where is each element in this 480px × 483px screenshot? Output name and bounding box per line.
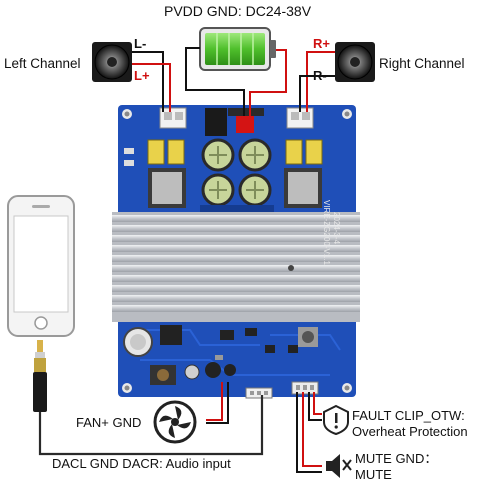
board-date: 2024-3-4 [329, 212, 344, 244]
r-plus-label: R+ [313, 36, 330, 51]
power-label: PVDD GND: DC24-38V [164, 4, 311, 19]
l-minus-label: L- [134, 36, 146, 51]
smartphone-icon [8, 196, 74, 336]
right-speaker-icon [335, 42, 375, 82]
left-channel-label: Left Channel [4, 56, 81, 71]
mute-label-line1: MUTE GND： [355, 451, 437, 466]
fan-label: FAN+ GND [76, 415, 141, 430]
fault-label-line1: FAULT CLIP_OTW: [352, 408, 465, 423]
battery-icon [200, 28, 276, 70]
fan-icon [155, 402, 195, 442]
fault-label-line2: Overheat Protection [352, 424, 468, 439]
r-minus-label: R- [313, 68, 327, 83]
right-channel-label: Right Channel [379, 56, 465, 71]
control-wires [297, 392, 322, 472]
mute-label-line2: MUTE [355, 467, 392, 482]
fan-connector [246, 388, 272, 398]
mute-icon [326, 454, 351, 478]
left-speaker-icon [92, 42, 132, 82]
audio-jack-icon [33, 340, 47, 412]
fault-warning-icon [324, 406, 348, 434]
audio-input-label: DACL GND DACR: Audio input [52, 456, 231, 471]
l-plus-label: L+ [134, 68, 150, 83]
